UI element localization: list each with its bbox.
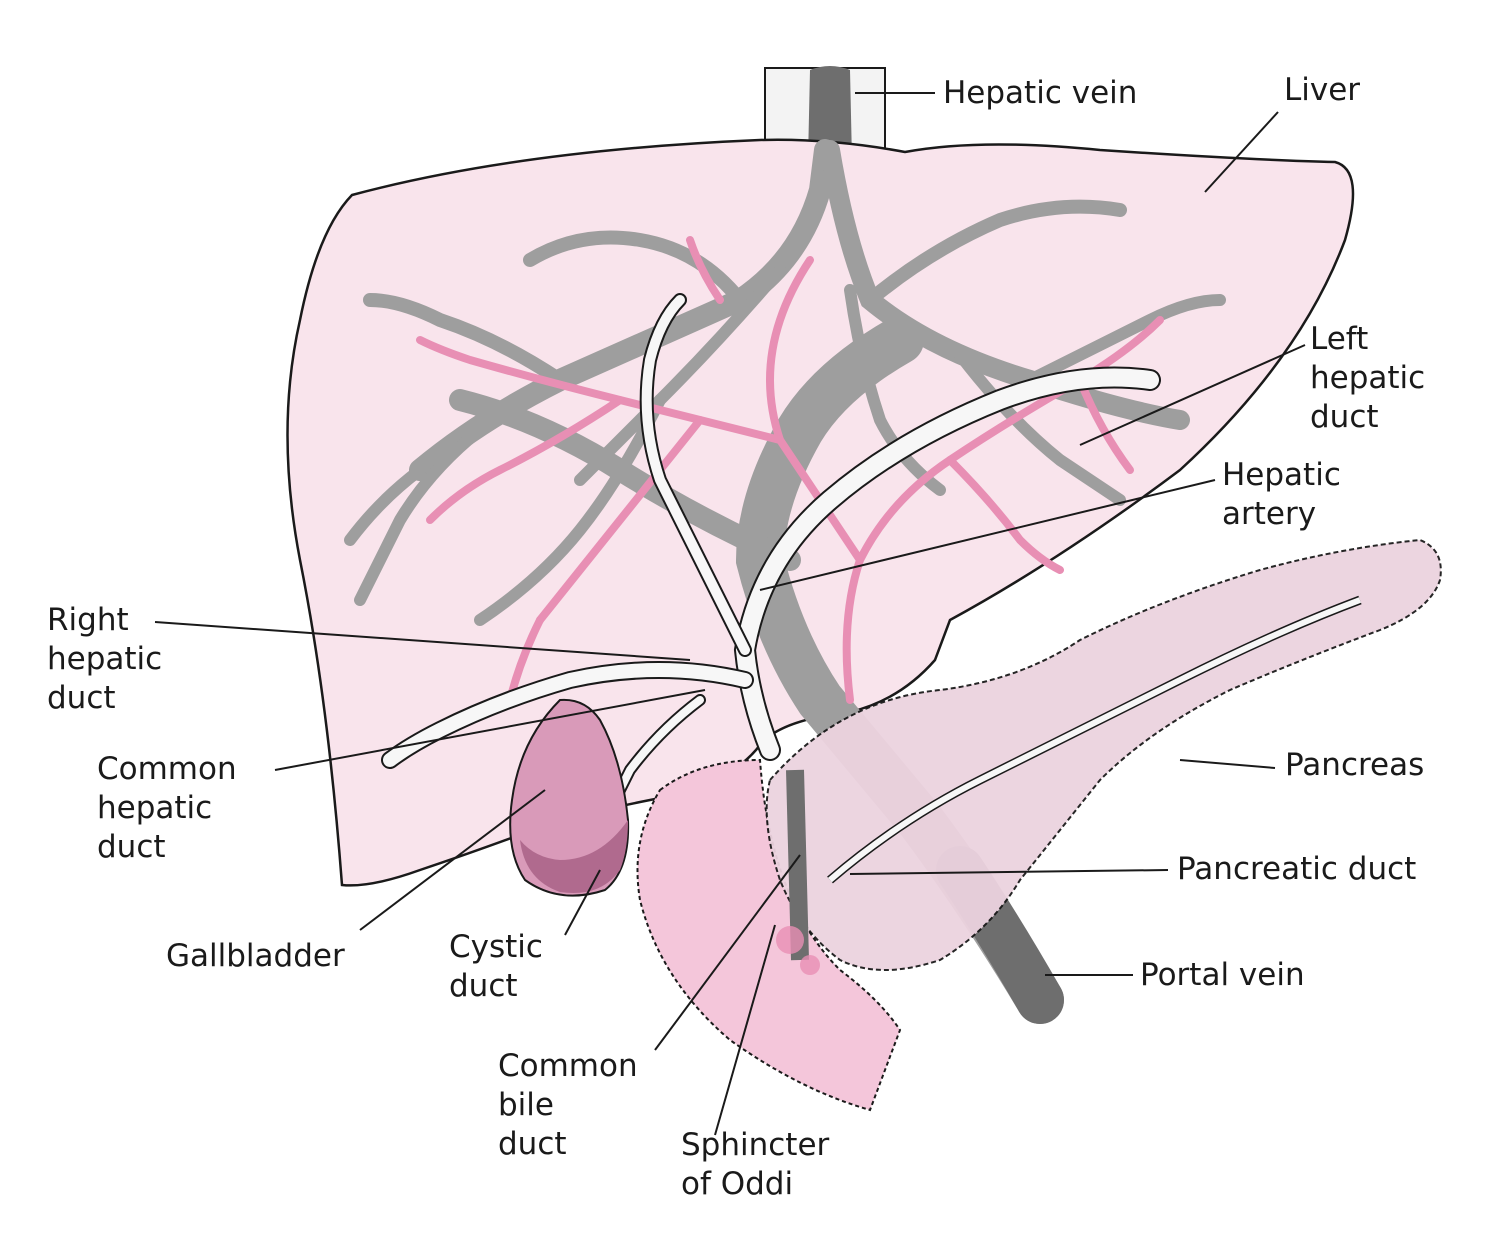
label-hepatic-vein: Hepatic vein <box>943 75 1138 111</box>
label-common-hepatic-duct-line2: hepatic <box>97 790 213 826</box>
sphincter-of-oddi <box>776 926 804 954</box>
label-cystic-duct-line2: duct <box>449 968 518 1004</box>
label-hepatic-artery-line2: artery <box>1222 496 1317 532</box>
label-sphincter-of-oddi-line1: Sphincter <box>681 1127 830 1163</box>
label-right-hepatic-duct-line1: Right <box>47 602 129 638</box>
label-cystic-duct-line1: Cystic <box>449 929 543 965</box>
common-bile-duct <box>786 769 809 961</box>
label-common-hepatic-duct-line1: Common <box>97 751 237 787</box>
label-pancreatic-duct: Pancreatic duct <box>1177 851 1417 887</box>
pancreas <box>765 538 1442 971</box>
label-common-bile-duct-line3: duct <box>498 1126 567 1162</box>
label-hepatic-artery-line1: Hepatic <box>1222 457 1341 493</box>
label-cystic-duct: Cystic duct <box>449 928 543 1006</box>
label-right-hepatic-duct-line2: hepatic <box>47 641 163 677</box>
label-portal-vein: Portal vein <box>1140 957 1305 993</box>
label-common-hepatic-duct-line3: duct <box>97 829 166 865</box>
label-common-bile-duct-line1: Common <box>498 1048 638 1084</box>
label-common-bile-duct-line2: bile <box>498 1087 554 1123</box>
label-right-hepatic-duct-line3: duct <box>47 680 116 716</box>
duodenum <box>636 758 902 1112</box>
label-sphincter-of-oddi: Sphincter of Oddi <box>681 1126 829 1204</box>
label-right-hepatic-duct: Right hepatic duct <box>47 601 162 718</box>
label-left-hepatic-duct: Left hepatic duct <box>1310 320 1425 437</box>
label-pancreas: Pancreas <box>1285 747 1425 783</box>
leader-lines <box>154 92 1306 1136</box>
label-sphincter-of-oddi-line2: of Oddi <box>681 1166 794 1202</box>
label-left-hepatic-duct-line3: duct <box>1310 399 1379 435</box>
gallbladder <box>509 698 630 897</box>
label-left-hepatic-duct-line1: Left <box>1310 321 1369 357</box>
label-left-hepatic-duct-line2: hepatic <box>1310 360 1426 396</box>
label-common-hepatic-duct: Common hepatic duct <box>97 750 237 867</box>
label-gallbladder: Gallbladder <box>166 938 345 974</box>
label-hepatic-artery: Hepatic artery <box>1222 456 1341 534</box>
label-common-bile-duct: Common bile duct <box>498 1047 638 1164</box>
label-liver: Liver <box>1284 72 1361 108</box>
bile-duct-branches <box>381 293 1161 836</box>
